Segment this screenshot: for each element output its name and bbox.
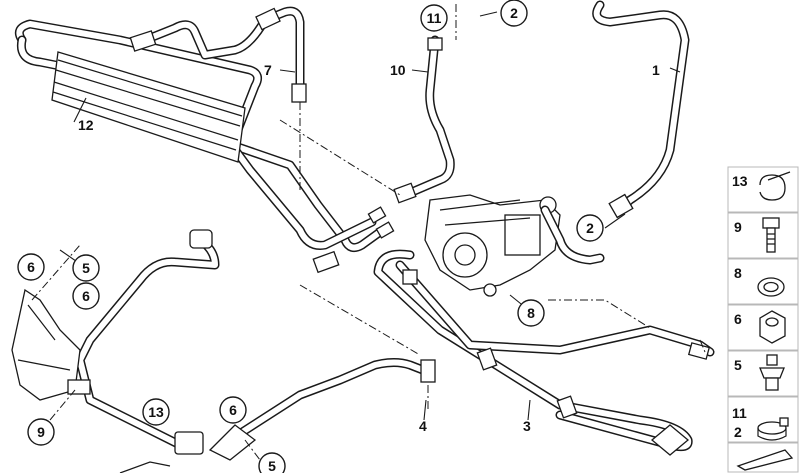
grommet-icon [759,354,785,391]
callout-1: 1 [652,62,660,78]
legend-item-9: 9 [727,212,799,259]
callout-4: 4 [419,418,427,434]
callout-7: 7 [264,62,272,78]
callout-label-4: 4 [419,418,427,434]
callout-label-8: 8 [527,305,535,321]
legend-item-6: 6 [727,304,799,351]
callout-label-13: 13 [148,404,164,420]
suction-hose-10 [279,4,457,204]
callout-6a: 6 [17,253,45,281]
callout-5b: 5 [258,452,286,473]
leader-lines [59,11,681,421]
callout-5a: 5 [72,254,100,282]
cooler-coil [14,19,395,274]
legend-number: 11 [732,405,747,421]
partial-fitting [119,461,171,473]
feed-hose-4 [75,229,436,461]
legend-number: 5 [734,357,742,373]
callout-13: 13 [142,398,170,426]
sealing-ring-icon [757,277,785,297]
callout-label-2a: 2 [510,5,518,21]
pressure-hose-3 [373,205,715,456]
mounting-bracket [11,244,261,461]
callout-9: 9 [27,418,55,446]
legend-item-8: 8 [727,258,799,305]
legend-item-11-2: 11 2 [727,396,799,443]
callout-label-9: 9 [37,424,45,440]
legend-number: 9 [734,219,742,235]
callout-label-6b: 6 [82,288,90,304]
callout-label-6c: 6 [229,402,237,418]
callout-label-10: 10 [390,62,406,78]
callout-label-5b: 5 [268,458,276,473]
small-parts-legend: 13 9 8 6 [727,166,799,473]
callout-label-3: 3 [523,418,531,434]
callout-label-11: 11 [427,10,442,26]
callout-3: 3 [523,418,531,434]
legend-number: 13 [732,173,748,189]
legend-number: 8 [734,265,742,281]
callout-label-1: 1 [652,62,660,78]
legend-cut-icon [727,442,799,473]
reservoir-hose-1 [592,0,690,219]
callout-12: 12 [78,117,94,133]
hose-clip-icon [759,171,791,201]
callout-8: 8 [517,299,545,327]
callout-label-6a: 6 [27,259,35,275]
callout-label-12: 12 [78,117,94,133]
legend-item-13: 13 [727,166,799,213]
callout-label-7: 7 [264,62,272,78]
return-hose-7 [129,6,307,190]
legend-number: 2 [734,424,742,440]
legend-number: 6 [734,311,742,327]
callout-6b: 6 [72,282,100,310]
hose-clamp-icon [757,417,789,441]
callout-label-2b: 2 [586,220,594,236]
callout-11: 11 [420,4,448,32]
hex-nut-icon [759,310,786,344]
callout-2a: 2 [500,0,528,27]
steering-pump [424,194,561,297]
bolt-icon [762,217,780,253]
callout-label-5a: 5 [82,260,90,276]
callout-2b: 2 [576,214,604,242]
callout-6c: 6 [219,396,247,424]
legend-item-5: 5 [727,350,799,397]
callout-10: 10 [390,62,406,78]
